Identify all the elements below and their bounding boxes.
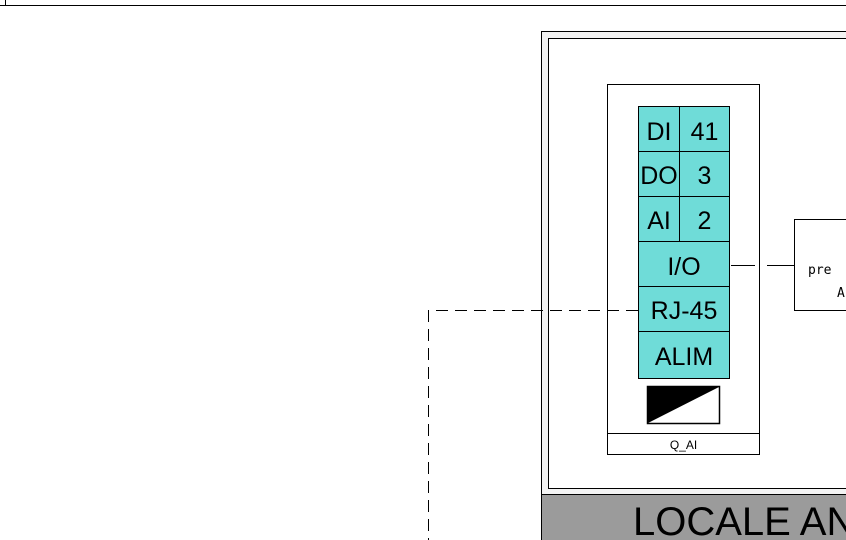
room-banner (541, 494, 846, 540)
side-device-line1: pre (808, 263, 832, 278)
row-di-label: DI (647, 118, 672, 146)
row-ai-value: 2 (698, 207, 712, 235)
row-do-label: DO (640, 162, 678, 190)
row-do (638, 151, 730, 197)
row-di-value: 41 (691, 118, 719, 146)
row-do-value: 3 (698, 162, 712, 190)
side-device-box (794, 219, 846, 311)
module-io-stack: DI 41 DO 3 AI 2 I/O RJ-45 ALIM (638, 106, 730, 379)
rj45-cell (638, 286, 730, 332)
room-banner-label: LOCALE ANTI (633, 500, 846, 540)
io-label: I/O (667, 253, 700, 281)
alim-label: ALIM (655, 343, 713, 371)
module-name-label: Q_AI (670, 438, 697, 452)
rj45-label: RJ-45 (651, 297, 718, 325)
network-cable-dashed (428, 310, 638, 540)
row-ai-label: AI (647, 207, 671, 235)
side-device-line2: A (837, 286, 845, 301)
power-supply-icon (646, 385, 721, 425)
alim-cell (638, 331, 730, 379)
